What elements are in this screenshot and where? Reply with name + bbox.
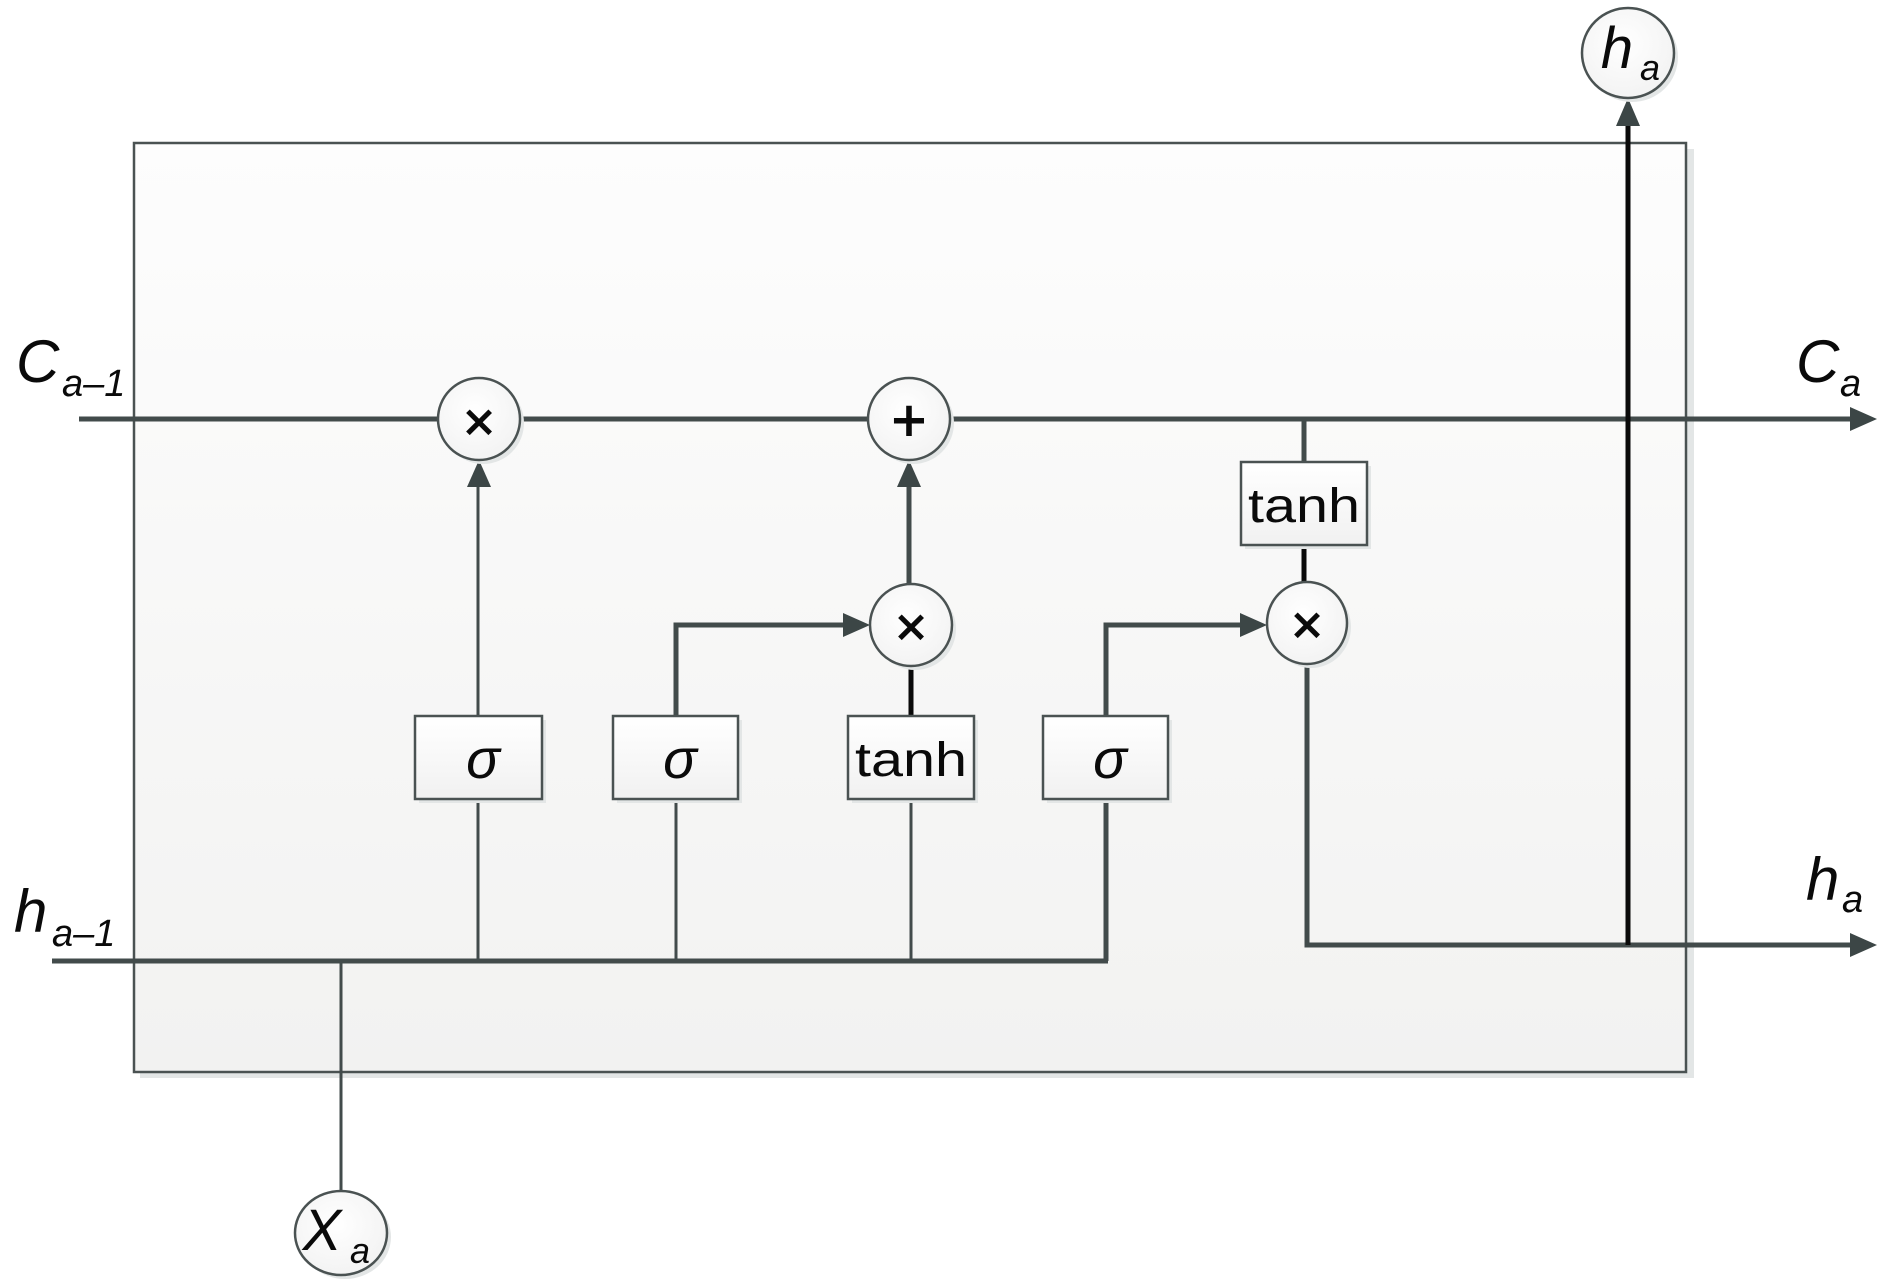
input-gate: σ bbox=[611, 714, 742, 803]
cell-state-in-sub-text: a–1 bbox=[62, 363, 125, 405]
cell-tanh-gate: tanh bbox=[1239, 460, 1371, 549]
output-gate-path bbox=[1103, 613, 1267, 961]
x-input-node: X a bbox=[293, 1189, 391, 1279]
hidden-out-right-sub: a bbox=[1842, 879, 1863, 921]
forget-gate-path bbox=[467, 460, 491, 961]
hidden-out-right-label: h a bbox=[1806, 846, 1863, 921]
input-gate-path bbox=[673, 613, 870, 961]
cell-state-out-arrow bbox=[1850, 407, 1877, 431]
output-multiply-node: × bbox=[1265, 580, 1351, 668]
cell-state-out-sub: a bbox=[1840, 363, 1861, 405]
forget-arrow bbox=[467, 460, 491, 487]
hidden-input-line bbox=[52, 958, 1108, 1191]
candidate-path bbox=[897, 460, 921, 961]
forget-gate-label: σ bbox=[466, 727, 502, 790]
add-arrow bbox=[897, 460, 921, 487]
candidate-gate-label: tanh bbox=[855, 734, 967, 787]
multiply-icon: × bbox=[461, 396, 498, 447]
add-node: + bbox=[866, 376, 954, 464]
hidden-in-label: h a–1 bbox=[14, 878, 115, 955]
plus-icon: + bbox=[889, 392, 929, 448]
cell-state-in-main: C bbox=[16, 328, 60, 395]
hidden-in-sub: a–1 bbox=[52, 913, 115, 955]
cell-tanh-label: tanh bbox=[1248, 480, 1360, 533]
input-gate-label: σ bbox=[663, 727, 699, 790]
input-multiply-node: × bbox=[868, 582, 956, 670]
hidden-out-top-main: h bbox=[1601, 16, 1633, 81]
forget-multiply-node: × bbox=[436, 376, 524, 464]
output-gate-arrow bbox=[1240, 613, 1267, 637]
hidden-output-path bbox=[1304, 98, 1877, 957]
output-gate-label: σ bbox=[1093, 727, 1129, 790]
cell-state-in-sub: a–1 bbox=[62, 363, 125, 405]
hidden-out-arrow bbox=[1850, 933, 1877, 957]
cell-state-line bbox=[79, 407, 1877, 431]
hidden-in-main: h bbox=[14, 878, 47, 945]
multiply-icon: × bbox=[1289, 599, 1326, 650]
output-gate: σ bbox=[1041, 714, 1172, 803]
hidden-out-right-main: h bbox=[1806, 846, 1839, 913]
forget-gate: σ bbox=[413, 714, 546, 803]
input-gate-arrow bbox=[843, 613, 870, 637]
hidden-in-sub-text: a–1 bbox=[52, 913, 115, 955]
cell-state-out-label: C a bbox=[1796, 328, 1861, 405]
cell-state-out-main: C bbox=[1796, 328, 1840, 395]
multiply-icon: × bbox=[893, 601, 930, 652]
hidden-out-top-node: h a bbox=[1580, 6, 1678, 102]
cell-state-in-label: C a–1 bbox=[16, 328, 125, 405]
hidden-out-top-sub: a bbox=[1640, 47, 1660, 88]
candidate-gate: tanh bbox=[846, 714, 978, 803]
hidden-up-arrow bbox=[1616, 98, 1640, 126]
x-input-sub: a bbox=[350, 1230, 370, 1271]
x-input-main: X bbox=[301, 1198, 344, 1263]
